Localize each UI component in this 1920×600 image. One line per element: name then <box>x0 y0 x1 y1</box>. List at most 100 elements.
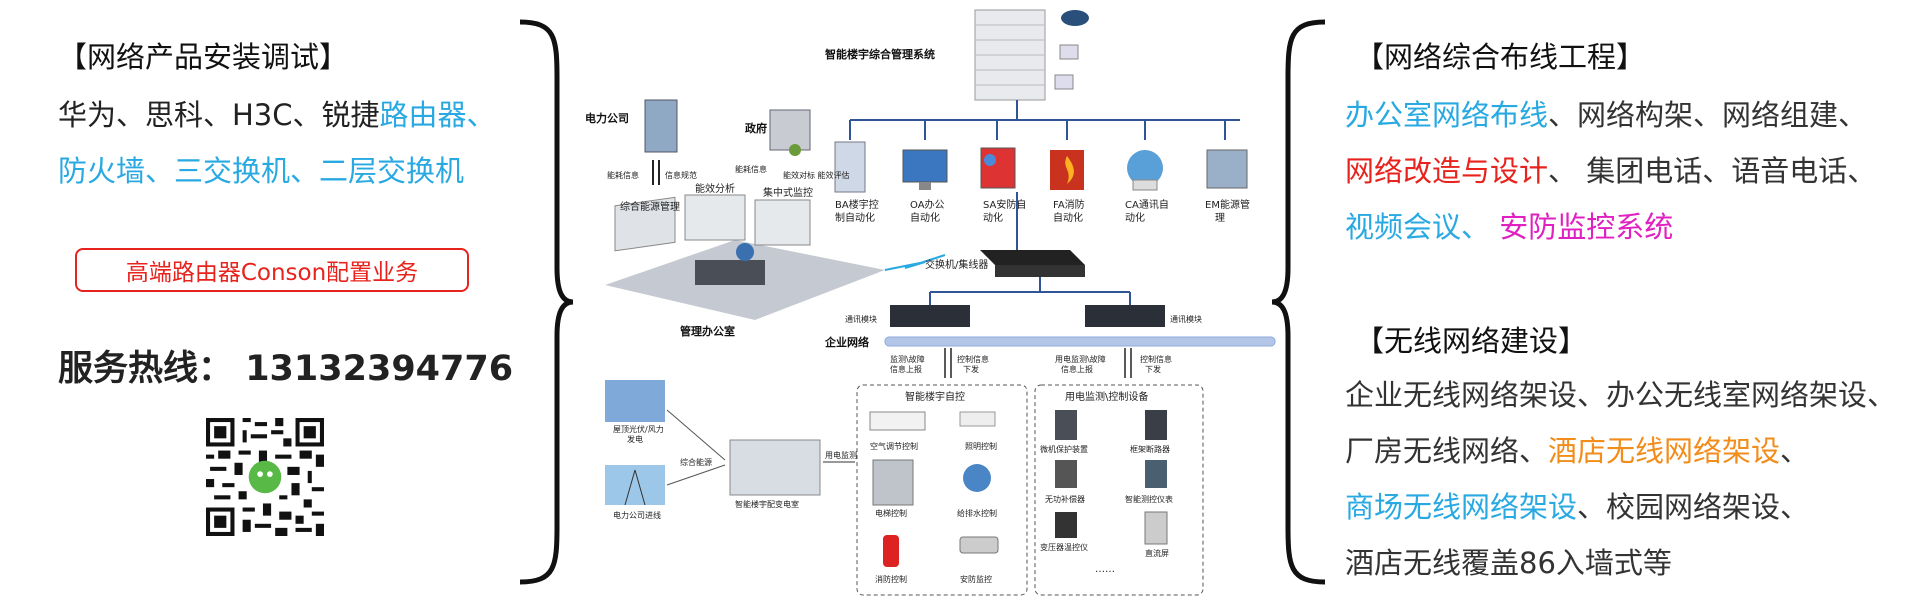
wiring-line-3: 视频会议、 安防监控系统 <box>1345 204 1673 246</box>
reactive-label: 无功补偿器 <box>1045 494 1085 504</box>
ctrl2-label-b: 下发 <box>1145 364 1161 374</box>
system-title: 智能楼宇综合管理系统 <box>825 47 935 61</box>
hotline: 服务热线： 13132394776 <box>58 340 513 391</box>
ba-server-icon <box>834 141 866 193</box>
wiring-section-title: 【网络综合布线工程】 <box>1355 40 1646 74</box>
breaker-label: 框架断路器 <box>1130 444 1170 454</box>
office-building-icon <box>644 99 678 153</box>
sub5-label-a: CA通讯自 <box>1125 198 1169 211</box>
report1-label-a: 监测\故障 <box>890 354 925 364</box>
hotline-label: 服务热线： <box>58 349 234 389</box>
light-bulb-icon <box>959 411 996 427</box>
video-conference-link[interactable]: 视频会议、 <box>1345 210 1491 244</box>
energy-info2-label: 能耗信息 <box>735 164 767 174</box>
sub1-label-a: BA楼宇控 <box>835 198 879 211</box>
grid-label: 电力公司进线 <box>613 510 661 520</box>
energy-analysis-label: 能效分析 <box>695 182 735 195</box>
security-monitor-link[interactable]: 安防监控系统 <box>1490 210 1674 244</box>
more-ellipsis: …… <box>1095 564 1115 575</box>
conson-config-button[interactable]: 高端路由器Conson配置业务 <box>75 248 469 292</box>
sub4-label-b: 自动化 <box>1053 211 1083 224</box>
wireless-line-1: 企业无线网络架设、办公无线室网络架设、 <box>1345 378 1897 412</box>
right-brace <box>1271 19 1326 585</box>
left-line-2[interactable]: 防火墙、三交换机、二层交换机 <box>58 154 465 188</box>
wireless-line-3: 商场无线网络架设、校园网络架设、 <box>1345 484 1809 526</box>
relay-label: 微机保护装置 <box>1040 444 1088 454</box>
comm-module-2-label: 通讯模块 <box>1170 314 1202 324</box>
hotline-number: 13132394776 <box>245 349 514 389</box>
solar-label-a: 屋顶光伏/风力 <box>613 424 664 434</box>
security-camera-icon <box>959 536 999 554</box>
wiring-line-1-text: 、网络构架、网络组建、 <box>1548 98 1868 132</box>
dc-screen-label: 直流屏 <box>1145 548 1169 558</box>
water-pump-icon <box>963 464 991 492</box>
sub6-label-a: EM能源管 <box>1205 198 1250 211</box>
wireless-line-2-text: 厂房无线网络、 <box>1345 434 1549 468</box>
dc-screen-icon <box>1144 511 1168 545</box>
elevator-label: 电梯控制 <box>875 508 907 518</box>
switch-label: 交换机/集线器 <box>925 258 988 271</box>
server-rack-icon <box>974 9 1089 101</box>
substation-label: 智能楼宇配变电室 <box>735 499 799 509</box>
office-wiring-link[interactable]: 办公室网络布线 <box>1345 98 1549 132</box>
network-switch-icon <box>980 250 1085 277</box>
wireless-line-3-text: 、校园网络架设、 <box>1577 490 1810 524</box>
wireless-line-2: 厂房无线网络、酒店无线网络架设、 <box>1345 428 1809 470</box>
solar-label-b: 发电 <box>627 434 643 444</box>
sub6-label-b: 理 <box>1215 212 1225 224</box>
sub2-label-a: OA办公 <box>910 198 945 211</box>
wiring-line-2: 网络改造与设计、 集团电话、语音电话、 <box>1345 148 1876 190</box>
power-monitor-label: 用电监测 <box>825 450 857 460</box>
left-line-1: 华为、思科、H3C、锐捷路由器、 <box>58 92 496 134</box>
smart-building-diagram: 智能楼宇综合管理系统 BA楼宇控 制自动化 OA办公 自动化 SA安防自 动化 … <box>585 9 1276 596</box>
sub1-label-b: 制自动化 <box>835 211 875 224</box>
sa-security-icon <box>980 147 1016 189</box>
mall-wireless-link[interactable]: 商场无线网络架设 <box>1345 490 1578 524</box>
ac-label: 空气调节控制 <box>870 441 918 451</box>
lighting-label: 照明控制 <box>965 441 997 451</box>
security-label: 安防监控 <box>960 574 992 584</box>
enterprise-net-label: 企业网络 <box>824 335 869 349</box>
hotel-wireless-link[interactable]: 酒店无线网络架设 <box>1548 434 1781 468</box>
ctrl2-label-a: 控制信息 <box>1140 354 1172 364</box>
sub4-label-a: FA消防 <box>1053 198 1085 211</box>
info-rules-label: 信息规范 <box>665 170 697 180</box>
comm-module-1-icon <box>890 305 970 327</box>
mgmt-office-label: 管理办公室 <box>680 324 735 338</box>
ctrl1-label-a: 控制信息 <box>957 354 989 364</box>
reactive-comp-icon <box>1055 460 1077 488</box>
left-brace <box>519 19 574 585</box>
air-conditioner-icon <box>869 411 926 431</box>
comm-module-1-label: 通讯模块 <box>845 314 877 324</box>
brand-list: 华为、思科、H3C、锐捷 <box>58 98 380 132</box>
relay-device-icon <box>1055 410 1077 440</box>
ca-communication-icon <box>1127 150 1163 191</box>
fire-label: 消防控制 <box>875 574 907 584</box>
water-label: 给排水控制 <box>957 508 997 518</box>
sub2-label-b: 自动化 <box>910 211 940 224</box>
breaker-icon <box>1145 410 1167 440</box>
wiring-line-2-text: 、 集团电话、语音电话、 <box>1548 154 1877 188</box>
wireless-section-title: 【无线网络建设】 <box>1355 324 1588 358</box>
network-redesign-link[interactable]: 网络改造与设计 <box>1345 154 1549 188</box>
efficiency-label: 能效对标 能效评估 <box>783 170 850 180</box>
solar-wind-icon <box>605 380 665 422</box>
fa-fire-icon <box>1050 150 1084 190</box>
energy-info-label: 能耗信息 <box>607 170 639 180</box>
power-company-label: 电力公司 <box>585 111 629 125</box>
elevator-icon <box>872 459 914 506</box>
ctrl1-label-b: 下发 <box>963 364 979 374</box>
left-section-title: 【网络产品安装调试】 <box>58 40 349 74</box>
report2-label-b: 信息上报 <box>1061 364 1093 374</box>
fire-extinguisher-icon <box>883 535 899 567</box>
power-grid-icon <box>605 465 665 506</box>
report1-label-b: 信息上报 <box>890 364 922 374</box>
transformer-label: 变压器温控仪 <box>1040 542 1088 552</box>
transformer-ctrl-icon <box>1055 512 1077 538</box>
wechat-qr-code-icon <box>206 418 324 536</box>
government-building-icon <box>769 109 811 156</box>
smart-meter-label: 智能测控仪表 <box>1125 494 1173 504</box>
router-link[interactable]: 路由器、 <box>379 98 496 132</box>
wireless-line-4: 酒店无线覆盖86入墙式等 <box>1345 546 1672 580</box>
combined-energy-label: 综合能源 <box>680 457 712 467</box>
